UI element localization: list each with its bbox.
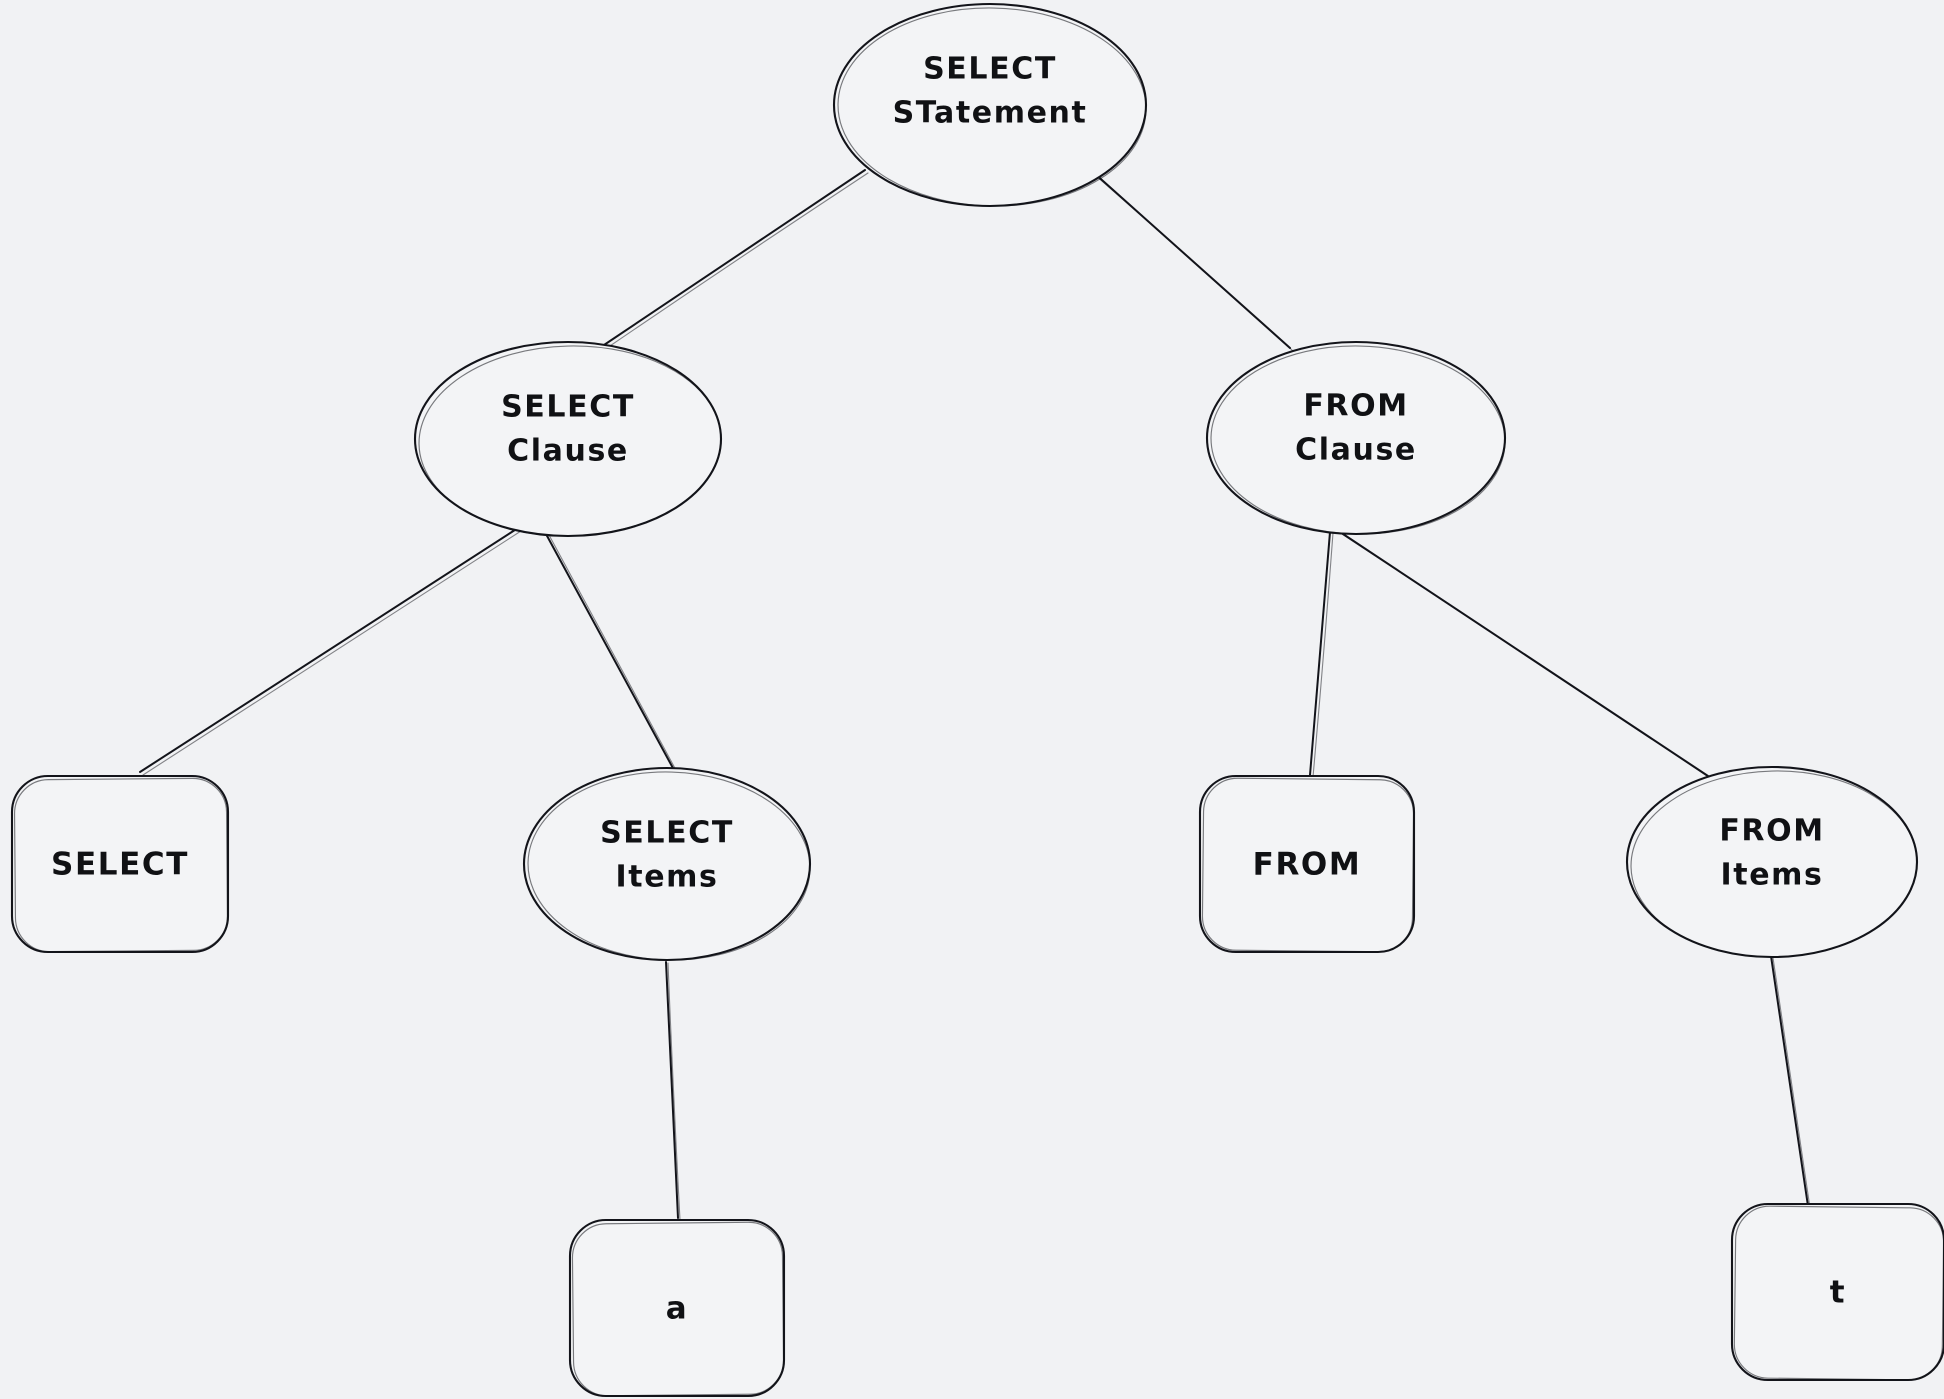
node-layer: SELECT STatement SELECT Clause FROM Clau… xyxy=(10,2,1944,1398)
node-select-terminal[interactable]: SELECT xyxy=(10,774,230,954)
node-from-items-line2: Items xyxy=(1721,858,1824,893)
node-select-statement[interactable]: SELECT STatement xyxy=(832,2,1148,209)
edge-from-items-to-leaf-t[interactable] xyxy=(1770,955,1811,1209)
node-select-items-line2: Items xyxy=(616,860,719,895)
node-select-terminal-label: SELECT xyxy=(51,847,189,883)
node-select-clause-line2: Clause xyxy=(507,434,629,469)
node-from-terminal[interactable]: FROM xyxy=(1198,774,1416,954)
node-from-clause[interactable]: FROM Clause xyxy=(1205,340,1507,537)
node-from-terminal-label: FROM xyxy=(1253,847,1362,883)
edge-from-clause-to-from-items[interactable] xyxy=(1339,531,1711,779)
node-from-items[interactable]: FROM Items xyxy=(1625,765,1919,960)
edge-layer xyxy=(139,169,1811,1221)
node-from-clause-line1: FROM xyxy=(1303,389,1408,424)
node-leaf-a[interactable]: a xyxy=(568,1218,786,1398)
edge-from-clause-to-from-terminal[interactable] xyxy=(1309,531,1334,778)
node-from-clause-line2: Clause xyxy=(1295,433,1417,468)
edge-stmt-to-select-clause[interactable] xyxy=(603,169,869,349)
node-select-statement-line2: STatement xyxy=(893,96,1088,131)
node-leaf-t[interactable]: t xyxy=(1730,1202,1944,1382)
edge-select-clause-to-select-items[interactable] xyxy=(545,533,678,773)
node-select-items[interactable]: SELECT Items xyxy=(522,766,813,964)
node-select-statement-line1: SELECT xyxy=(923,52,1057,87)
node-select-clause-line1: SELECT xyxy=(501,390,635,425)
node-leaf-t-label: t xyxy=(1830,1275,1846,1311)
node-leaf-a-label: a xyxy=(666,1291,689,1327)
node-from-items-line1: FROM xyxy=(1719,814,1824,849)
edge-select-items-to-leaf-a[interactable] xyxy=(665,961,681,1221)
edge-stmt-to-from-clause[interactable] xyxy=(1092,171,1293,351)
node-select-clause[interactable]: SELECT Clause xyxy=(413,340,723,540)
node-select-items-line1: SELECT xyxy=(600,816,734,851)
edge-select-clause-to-select-terminal[interactable] xyxy=(139,527,522,776)
